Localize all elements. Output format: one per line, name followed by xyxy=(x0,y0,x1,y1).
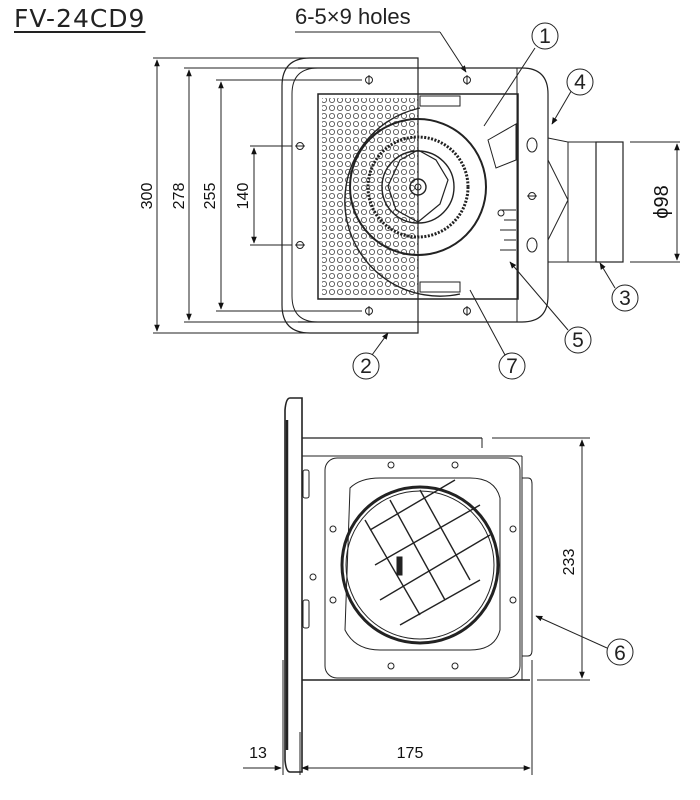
dim-duct-diameter: ϕ98 xyxy=(651,185,673,218)
dim-13: 13 xyxy=(249,745,267,762)
dim-233: 233 xyxy=(561,549,578,576)
callout-2: 2 xyxy=(360,355,372,378)
callouts-top xyxy=(352,22,639,380)
callout-4: 4 xyxy=(574,71,586,94)
dim-140: 140 xyxy=(235,183,252,210)
damper-grid xyxy=(364,479,491,626)
callout-3: 3 xyxy=(619,287,631,310)
callout-7: 7 xyxy=(506,355,518,378)
model-title: FV-24CD9 xyxy=(14,4,146,33)
top-view: 6-5×9 holes xyxy=(153,4,680,334)
callout-1: 1 xyxy=(539,25,551,48)
mounting-holes xyxy=(295,75,538,316)
side-bolt-holes xyxy=(309,461,517,670)
dim-175: 175 xyxy=(397,745,424,762)
dim-278: 278 xyxy=(171,183,188,210)
holes-label: 6-5×9 holes xyxy=(295,4,411,29)
dim-300: 300 xyxy=(139,183,156,210)
callout-5: 5 xyxy=(572,329,584,352)
side-view xyxy=(243,397,634,775)
dim-255: 255 xyxy=(202,183,219,210)
callout-6: 6 xyxy=(614,642,626,665)
